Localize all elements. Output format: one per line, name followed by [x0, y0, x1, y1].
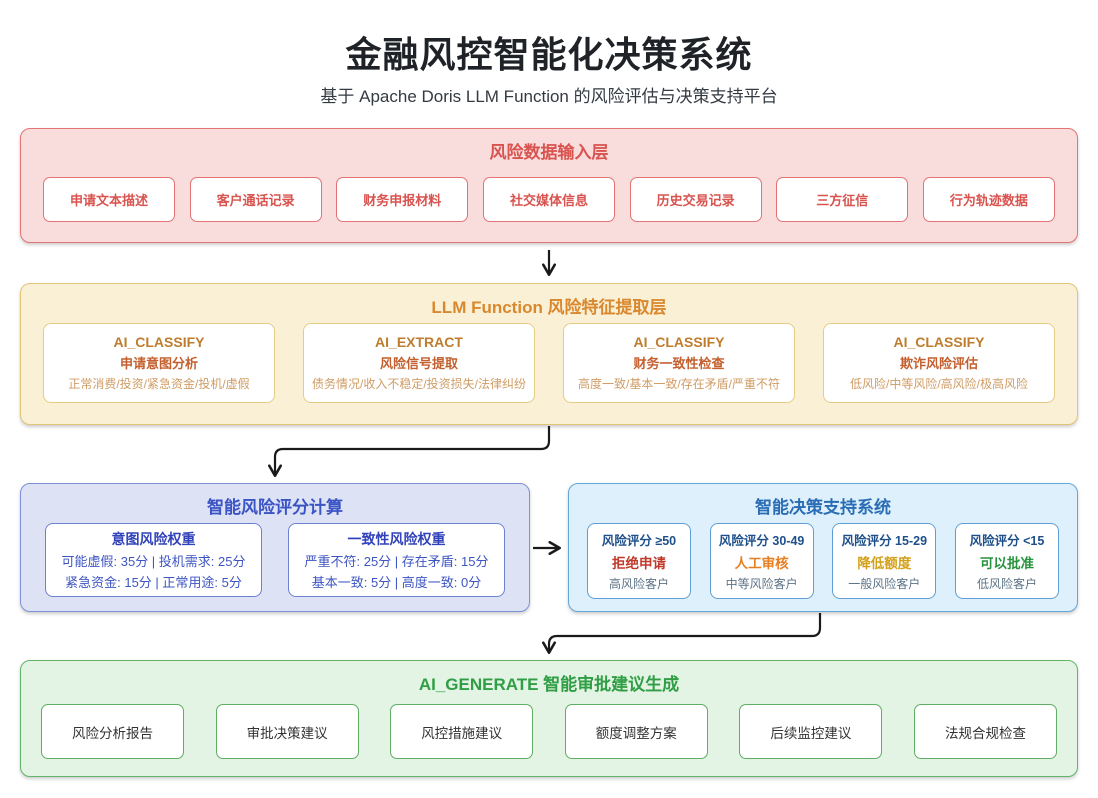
input-item: 行为轨迹数据: [922, 177, 1055, 222]
section-decision-support: 智能决策支持系统 风险评分 ≥50 拒绝申请 高风险客户 风险评分 30-49 …: [568, 483, 1078, 612]
decision-customer-type: 高风险客户: [608, 577, 669, 591]
decision-score-range: 风险评分 <15: [969, 534, 1045, 548]
function-task: 财务一致性检查: [633, 356, 725, 371]
input-item: 客户通话记录: [189, 177, 322, 222]
section-title: 风险数据输入层: [489, 143, 609, 162]
weight-line: 严重不符: 25分 | 存在矛盾: 15分: [304, 554, 489, 569]
weight-card: 意图风险权重 可能虚假: 35分 | 投机需求: 25分 紧急资金: 15分 |…: [45, 523, 262, 597]
input-item: 历史交易记录: [629, 177, 762, 222]
function-name: AI_CLASSIFY: [633, 334, 725, 350]
input-item: 申请文本描述: [43, 177, 175, 222]
generate-item: 风控措施建议: [390, 704, 534, 759]
llm-function-card: AI_CLASSIFY 申请意图分析 正常消费/投资/紧急资金/投机/虚假: [43, 323, 275, 403]
decision-action: 人工审核: [734, 556, 789, 571]
section-llm-feature-extraction: LLM Function 风险特征提取层 AI_CLASSIFY 申请意图分析 …: [20, 283, 1078, 425]
section-risk-scoring: 智能风险评分计算 意图风险权重 可能虚假: 35分 | 投机需求: 25分 紧急…: [20, 483, 530, 612]
decision-action: 拒绝申请: [612, 556, 666, 571]
arrow-decision-to-generate: [541, 613, 822, 655]
generate-item: 风险分析报告: [41, 704, 184, 759]
decision-customer-type: 低风险客户: [976, 577, 1037, 591]
score-cards-row: 意图风险权重 可能虚假: 35分 | 投机需求: 25分 紧急资金: 15分 |…: [45, 523, 505, 597]
function-name: AI_CLASSIFY: [893, 334, 985, 350]
input-item: 社交媒体信息: [482, 177, 615, 222]
decision-action: 降低额度: [857, 556, 912, 571]
generate-items-row: 风险分析报告 审批决策建议 风控措施建议 额度调整方案 后续监控建议 法规合规检…: [41, 704, 1057, 759]
function-name: AI_EXTRACT: [375, 334, 463, 350]
generate-item: 额度调整方案: [564, 704, 708, 759]
input-item: 三方征信: [776, 177, 909, 222]
decision-score-range: 风险评分 15-29: [841, 534, 928, 548]
decision-customer-type: 中等风险客户: [725, 577, 798, 591]
section-title: LLM Function 风险特征提取层: [431, 298, 667, 317]
arrow-llm-to-scoring: [267, 426, 551, 478]
decision-card: 风险评分 30-49 人工审核 中等风险客户: [709, 523, 814, 599]
section-title: AI_GENERATE 智能审批建议生成: [418, 675, 680, 694]
decision-action: 可以批准: [979, 556, 1034, 571]
llm-function-card: AI_CLASSIFY 财务一致性检查 高度一致/基本一致/存在矛盾/严重不符: [563, 323, 795, 403]
weight-title: 一致性风险权重: [347, 531, 446, 547]
weight-line: 可能虚假: 35分 | 投机需求: 25分: [61, 554, 246, 569]
weight-line: 基本一致: 5分 | 高度一致: 0分: [311, 575, 482, 590]
weight-line: 紧急资金: 15分 | 正常用途: 5分: [65, 575, 242, 590]
function-options: 债务情况/收入不稳定/投资损失/法律纠纷: [311, 377, 526, 391]
generate-item: 法规合规检查: [913, 704, 1057, 759]
function-name: AI_CLASSIFY: [113, 334, 205, 350]
decision-score-range: 风险评分 ≥50: [601, 534, 677, 548]
input-item: 财务申报材料: [336, 177, 469, 222]
section-title: 智能风险评分计算: [207, 498, 343, 517]
decision-card: 风险评分 <15 可以批准 低风险客户: [954, 523, 1059, 599]
function-task: 欺诈风险评估: [899, 356, 978, 371]
llm-functions-row: AI_CLASSIFY 申请意图分析 正常消费/投资/紧急资金/投机/虚假 AI…: [43, 323, 1055, 403]
generate-item: 后续监控建议: [739, 704, 883, 759]
decision-score-range: 风险评分 30-49: [718, 534, 805, 548]
decision-card: 风险评分 15-29 降低额度 一般风险客户: [832, 523, 937, 599]
decision-card: 风险评分 ≥50 拒绝申请 高风险客户: [587, 523, 691, 599]
function-options: 正常消费/投资/紧急资金/投机/虚假: [68, 377, 250, 391]
page-title: 金融风控智能化决策系统: [345, 34, 753, 75]
weight-title: 意图风险权重: [111, 531, 196, 547]
function-task: 风险信号提取: [379, 356, 458, 371]
section-ai-generate: AI_GENERATE 智能审批建议生成 风险分析报告 审批决策建议 风控措施建…: [20, 660, 1078, 777]
function-options: 高度一致/基本一致/存在矛盾/严重不符: [577, 377, 780, 391]
page-subtitle: 基于 Apache Doris LLM Function 的风险评估与决策支持平…: [320, 87, 778, 106]
function-task: 申请意图分析: [119, 356, 198, 371]
section-title: 智能决策支持系统: [755, 498, 891, 517]
weight-card: 一致性风险权重 严重不符: 25分 | 存在矛盾: 15分 基本一致: 5分 |…: [288, 523, 505, 597]
llm-function-card: AI_EXTRACT 风险信号提取 债务情况/收入不稳定/投资损失/法律纠纷: [303, 323, 535, 403]
input-items-row: 申请文本描述 客户通话记录 财务申报材料 社交媒体信息 历史交易记录 三方征信 …: [43, 177, 1055, 222]
section-risk-data-input: 风险数据输入层 申请文本描述 客户通话记录 财务申报材料 社交媒体信息 历史交易…: [20, 128, 1078, 243]
decision-cards-row: 风险评分 ≥50 拒绝申请 高风险客户 风险评分 30-49 人工审核 中等风险…: [587, 523, 1059, 599]
decision-customer-type: 一般风险客户: [848, 577, 921, 591]
generate-item: 审批决策建议: [215, 704, 359, 759]
function-options: 低风险/中等风险/高风险/极高风险: [849, 377, 1028, 391]
llm-function-card: AI_CLASSIFY 欺诈风险评估 低风险/中等风险/高风险/极高风险: [823, 323, 1055, 403]
